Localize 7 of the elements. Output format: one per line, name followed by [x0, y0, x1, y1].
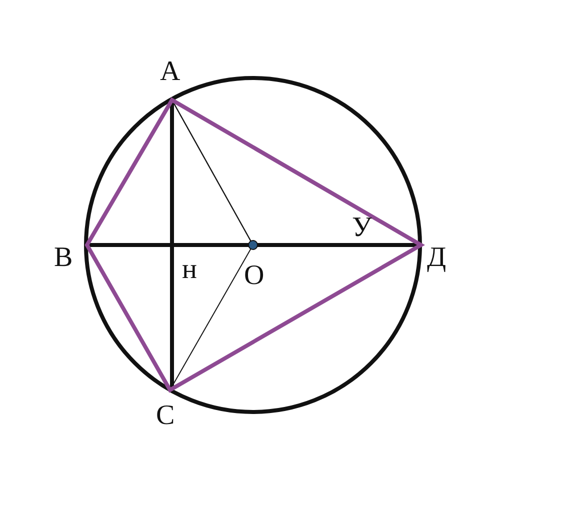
point-label: Д — [427, 244, 446, 272]
point-label: У — [352, 214, 372, 242]
point-label: О — [244, 262, 264, 290]
point-label: А — [160, 58, 180, 86]
point-label: н — [182, 256, 197, 284]
point-label: С — [156, 402, 175, 430]
point-label: В — [54, 244, 73, 272]
